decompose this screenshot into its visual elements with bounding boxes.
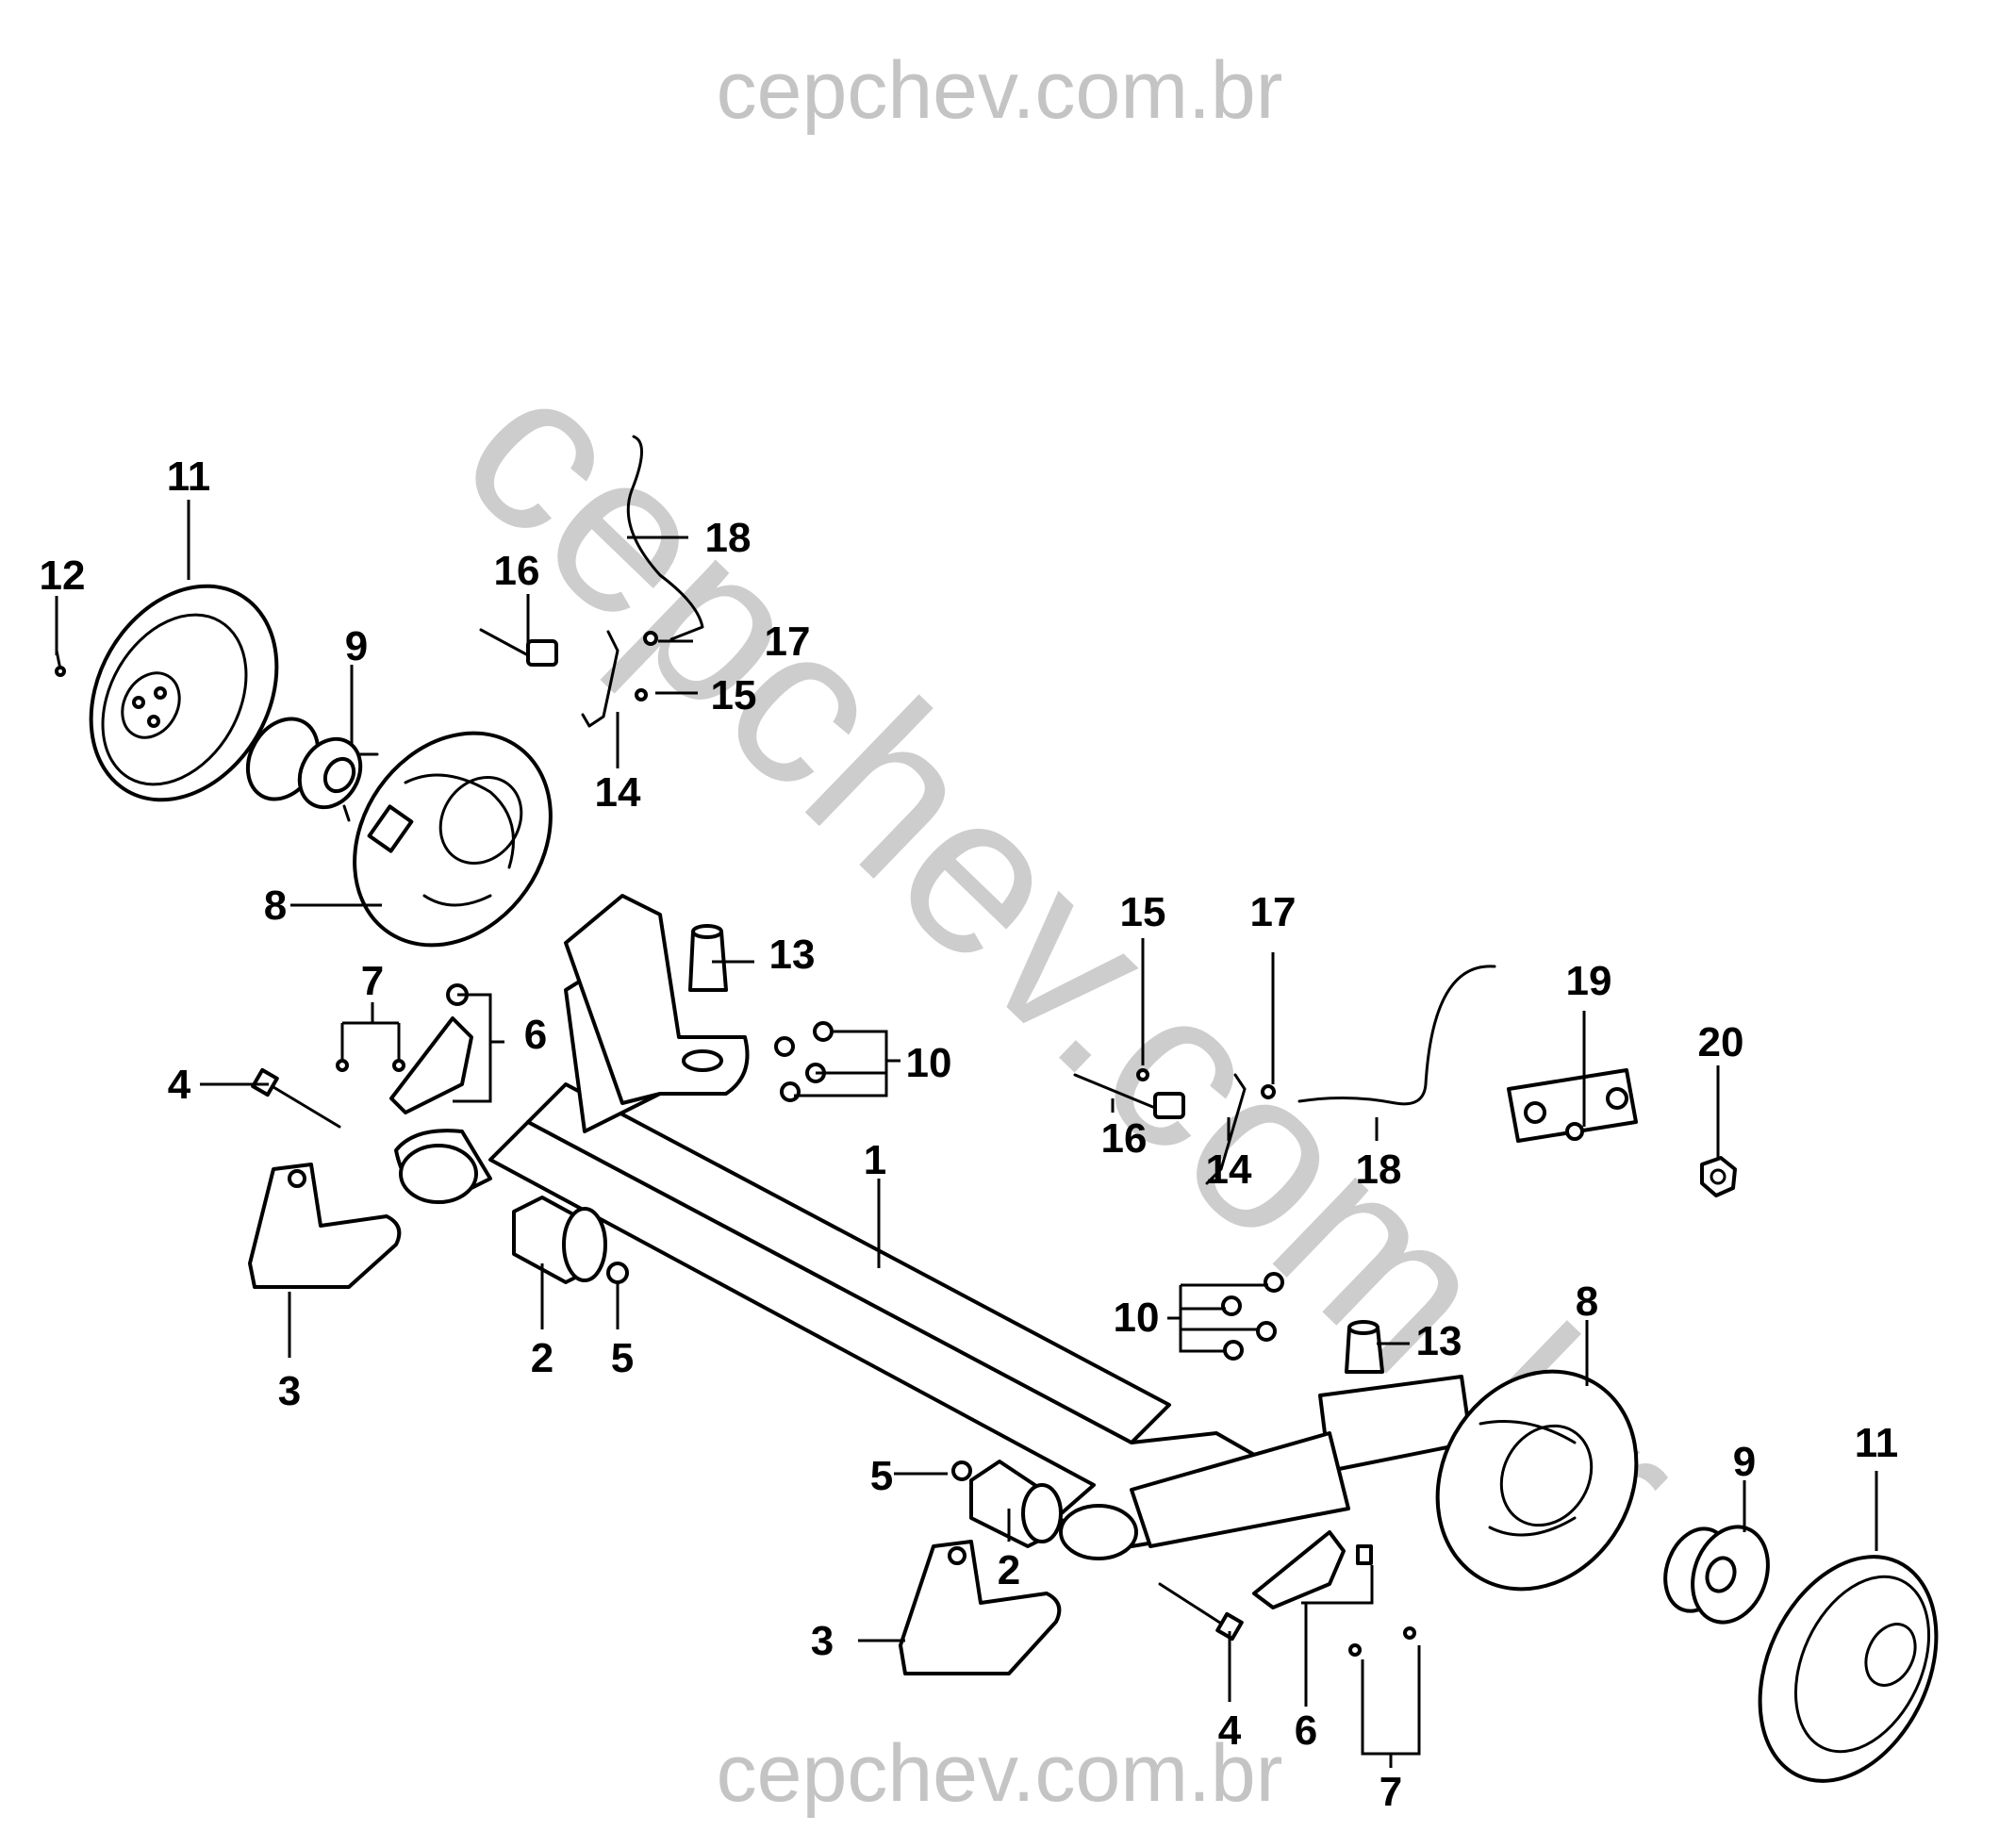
bump-stop-left xyxy=(688,924,728,992)
callout-14-right: 14 xyxy=(1206,1147,1252,1193)
screw-7-right-b xyxy=(1403,1626,1416,1640)
callout-5-left: 5 xyxy=(611,1335,634,1381)
nut-group-right xyxy=(1221,1272,1284,1361)
callout-6-left: 6 xyxy=(524,1012,547,1058)
bushing-left xyxy=(512,1196,607,1284)
callout-13-right: 13 xyxy=(1416,1318,1462,1364)
callout-2-left: 2 xyxy=(531,1335,553,1381)
plate-19 xyxy=(1507,1068,1638,1143)
callout-7-right: 7 xyxy=(1379,1769,1402,1815)
bushing-right xyxy=(969,1460,1063,1548)
callout-12: 12 xyxy=(40,553,86,599)
brake-drum-right xyxy=(1758,1555,1939,1783)
callout-7-left: 7 xyxy=(361,958,384,1004)
watermark-top: cepchev.com.br xyxy=(717,45,1283,136)
callout-5-right: 5 xyxy=(870,1453,893,1499)
mount-bracket-right xyxy=(899,1540,1062,1675)
clip-17-right xyxy=(1261,1084,1276,1099)
nut-5-right xyxy=(951,1460,972,1481)
bump-stop-right xyxy=(1345,1320,1384,1374)
bolt-15-left xyxy=(635,688,648,701)
backing-plate-left xyxy=(353,731,553,948)
nut-group-left xyxy=(774,1021,834,1102)
callout-9-right: 9 xyxy=(1733,1439,1756,1485)
callout-17-left: 17 xyxy=(765,619,811,665)
bolt-long-left xyxy=(251,1067,341,1129)
callout-14-left: 14 xyxy=(595,769,641,816)
brake-line-bracket-right xyxy=(1205,1073,1247,1185)
callout-6-right: 6 xyxy=(1295,1708,1317,1754)
nut-5-left xyxy=(606,1262,629,1284)
small-bracket-right xyxy=(1252,1530,1373,1609)
clip-17-left xyxy=(643,631,658,646)
screw-7-left-a xyxy=(336,1059,349,1072)
callout-4-left: 4 xyxy=(168,1062,191,1108)
nut-20 xyxy=(1700,1156,1737,1197)
screw-7-right-a xyxy=(1348,1643,1362,1657)
wheel-cylinder-hose-right xyxy=(1073,1073,1185,1119)
callout-11-left: 11 xyxy=(167,454,211,500)
callout-15-left: 15 xyxy=(711,672,757,718)
callout-10-left: 10 xyxy=(906,1040,952,1086)
bolt-15-right xyxy=(1136,1068,1149,1081)
callout-20: 20 xyxy=(1698,1019,1744,1065)
callout-4-right: 4 xyxy=(1218,1708,1242,1754)
backing-plate-right xyxy=(1435,1369,1639,1592)
bolt-long-right xyxy=(1158,1582,1244,1642)
callout-19: 19 xyxy=(1566,958,1612,1004)
callout-10-right: 10 xyxy=(1114,1295,1160,1341)
callout-18-right: 18 xyxy=(1356,1147,1402,1193)
callout-3-right: 3 xyxy=(811,1618,834,1664)
callout-11-right: 11 xyxy=(1855,1420,1899,1466)
callout-3-left: 3 xyxy=(278,1368,301,1414)
hub-left xyxy=(245,717,379,822)
callout-8-right: 8 xyxy=(1576,1279,1598,1325)
left-bracket xyxy=(564,894,750,1105)
callout-13-left: 13 xyxy=(769,932,816,978)
hub-right xyxy=(1663,1525,1770,1625)
mount-bracket-left xyxy=(248,1163,402,1289)
leader-lines xyxy=(55,500,1878,1768)
callout-8-left: 8 xyxy=(264,883,287,929)
callout-17-right: 17 xyxy=(1250,889,1297,935)
callout-18-left: 18 xyxy=(705,515,752,561)
watermark-bottom: cepchev.com.br xyxy=(717,1728,1283,1819)
wheel-cylinder-hose-left xyxy=(479,628,558,667)
callout-16-left: 16 xyxy=(494,548,540,594)
brake-pipe-left xyxy=(626,435,704,641)
small-bracket-left xyxy=(389,983,473,1114)
callout-9-left: 9 xyxy=(345,623,368,669)
callout-2-right: 2 xyxy=(998,1547,1020,1593)
brake-drum-left xyxy=(89,584,279,802)
callout-15-right: 15 xyxy=(1120,889,1166,935)
brake-pipe-right xyxy=(1297,965,1496,1106)
callout-16-right: 16 xyxy=(1101,1115,1148,1162)
screw-7-left-b xyxy=(392,1059,405,1072)
callout-1: 1 xyxy=(864,1137,886,1183)
callout-labels: 1 2 2 3 3 4 4 5 5 6 6 7 7 8 8 9 9 10 10 … xyxy=(40,454,1899,1815)
brake-line-bracket-left xyxy=(581,630,620,728)
